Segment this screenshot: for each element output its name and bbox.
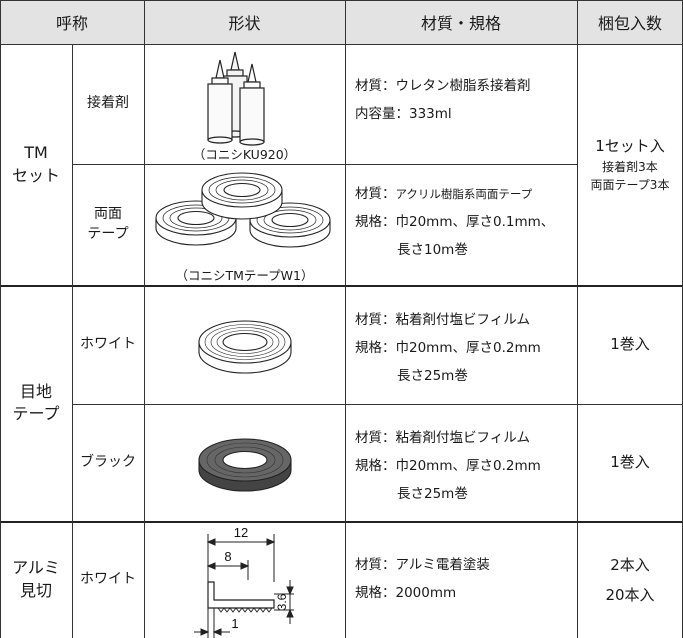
spec-black-size: 規格：巾20mm、厚さ0.2mm <box>355 458 541 474</box>
spec-tape: 材質：アクリル樹脂系両面テープ 規格：巾20mm、厚さ0.1mm、 長さ10m巻 <box>355 180 554 264</box>
row-name-tape-line1: 両面 <box>94 205 122 222</box>
black-tape-roll-illustration <box>198 438 292 492</box>
group-label-alumi-line2: 見切 <box>19 580 52 600</box>
spec-adhesive-volume: 内容量：333ml <box>355 106 452 122</box>
caption-tape: （コニシTMテープW1） <box>175 268 314 283</box>
group-label-alumi: アルミ 見切 <box>0 521 72 638</box>
row-name-adhesive: 接着剤 <box>87 95 129 112</box>
spec-tape-material-value: アクリル樹脂系両面テープ <box>395 187 533 201</box>
row-name-tape: 両面 テープ <box>72 164 144 285</box>
spec-white-size: 規格：巾20mm、厚さ0.2mm <box>355 340 541 356</box>
spec-white-material: 材質：粘着剤付塩ビフィルム <box>355 312 530 328</box>
pack-tm-tape: 両面テープ3本 <box>590 177 670 192</box>
pack-alumi: 2本入 20本入 <box>577 521 683 638</box>
spec-black-length: 長さ25m巻 <box>397 486 468 502</box>
col-divider-pack <box>577 0 578 638</box>
group-label-alumi-line1: アルミ <box>12 558 60 578</box>
spec-black-material: 材質：粘着剤付塩ビフィルム <box>355 430 530 446</box>
white-tape-roll-illustration <box>198 320 292 374</box>
pack-tm: 1セット入 接着剤3本 両面テープ3本 <box>577 44 683 285</box>
spec-black: 材質：粘着剤付塩ビフィルム 規格：巾20mm、厚さ0.2mm 長さ25m巻 <box>355 424 541 508</box>
spec-white-length: 長さ25m巻 <box>397 368 468 384</box>
group-divider-2 <box>0 521 683 523</box>
dim-label-thickness: 1 <box>231 616 238 631</box>
pack-alumi-line2: 20本入 <box>605 585 655 604</box>
row-divider-tm <box>72 164 577 165</box>
spec-tape-material-label: 材質： <box>355 186 396 202</box>
group-divider-1 <box>0 285 683 287</box>
header-shape: 形状 <box>228 14 261 33</box>
group-label-tm: TM セット <box>0 44 72 285</box>
pack-tm-set: 1セット入 <box>595 137 665 156</box>
header-pack: 梱包入数 <box>597 14 662 33</box>
group-label-joint-line2: テープ <box>12 404 60 423</box>
dim-label-height: 3.6 <box>275 593 289 610</box>
dim-label-inner: 8 <box>224 549 231 564</box>
col-divider-name <box>72 44 73 638</box>
row-name-alumi: ホワイト <box>80 570 136 587</box>
spec-alumi: 材質：アルミ電着塗装 規格：2000mm <box>355 551 490 607</box>
border-top <box>0 0 683 1</box>
group-label-joint: 目地 テープ <box>0 285 72 521</box>
col-divider-material <box>345 0 346 638</box>
group-label-joint-line1: 目地 <box>19 381 52 401</box>
header-background <box>0 0 683 44</box>
pack-black: 1巻入 <box>610 453 650 471</box>
adhesive-tubes-illustration <box>207 51 265 146</box>
spec-white: 材質：粘着剤付塩ビフィルム 規格：巾20mm、厚さ0.2mm 長さ25m巻 <box>355 306 541 390</box>
spec-adhesive-material: 材質：ウレタン樹脂系接着剤 <box>355 78 531 94</box>
row-name-white: ホワイト <box>80 335 136 352</box>
aluminum-trim-profile-drawing: 12 8 3.6 1 <box>194 525 294 638</box>
double-sided-tape-illustration <box>155 172 331 248</box>
tape-roll-right <box>249 202 331 248</box>
pack-tm-adhesive: 接着剤3本 <box>602 159 658 174</box>
header-name: 呼称 <box>55 14 88 33</box>
border-left <box>0 0 1 638</box>
tape-roll-top <box>201 172 283 220</box>
group-label-tm-line1: TM <box>24 143 48 163</box>
spec-tape-material: 材質：アクリル樹脂系両面テープ <box>355 180 554 208</box>
spec-adhesive: 材質：ウレタン樹脂系接着剤 内容量：333ml <box>355 72 531 128</box>
header-divider <box>0 44 683 45</box>
header-material: 材質・規格 <box>420 14 501 33</box>
dim-label-total: 12 <box>234 525 248 540</box>
row-name-tape-line2: テープ <box>87 225 129 242</box>
col-divider-shape <box>144 0 145 638</box>
tube-right <box>239 63 265 146</box>
row-divider-joint <box>72 404 683 405</box>
tube-left <box>207 59 233 144</box>
pack-white: 1巻入 <box>610 335 650 353</box>
spec-tape-size: 規格：巾20mm、厚さ0.1mm、 <box>355 214 555 230</box>
spec-alumi-material: 材質：アルミ電着塗装 <box>355 557 490 573</box>
pack-alumi-line1: 2本入 <box>610 555 650 574</box>
spec-tape-length: 長さ10m巻 <box>397 242 468 258</box>
caption-adhesive: （コニシKU920） <box>192 147 297 162</box>
group-label-tm-line2: セット <box>11 165 60 185</box>
spec-alumi-size: 規格：2000mm <box>355 585 457 601</box>
row-name-black: ブラック <box>80 453 136 470</box>
